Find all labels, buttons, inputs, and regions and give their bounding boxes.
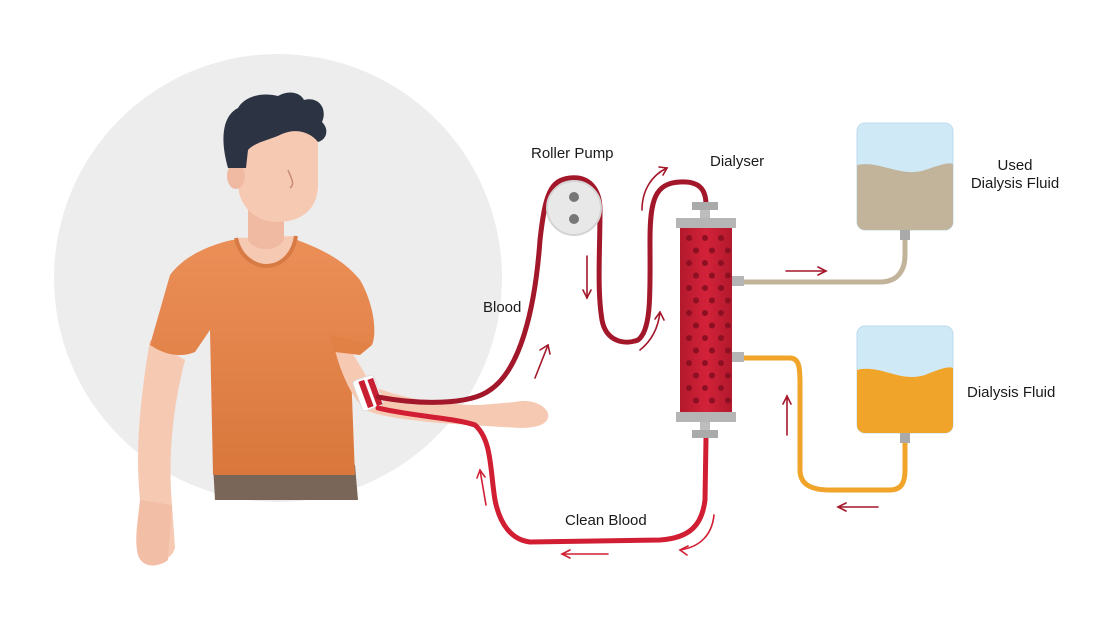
dialyser-dot	[709, 397, 715, 404]
dialyser-dot	[725, 272, 731, 279]
tubing	[375, 175, 908, 545]
patient-hair	[223, 92, 327, 168]
dialyser-dot	[686, 385, 692, 391]
dialyser-dot	[693, 272, 699, 279]
used-fluid-bag	[856, 122, 954, 240]
flow-arrow	[582, 255, 592, 300]
used-dialysis-fluid-label: Used Dialysis Fluid	[960, 157, 1070, 193]
patient-right-arm	[335, 340, 549, 428]
dialyser-dot	[693, 247, 699, 254]
clean-blood-label: Clean Blood	[565, 512, 647, 529]
blood-label: Blood	[483, 299, 522, 316]
dialyser-dot	[725, 297, 731, 304]
dialyser-dot	[718, 260, 724, 266]
dialyser	[676, 202, 744, 438]
dialysis-fluid-label: Dialysis Fluid	[967, 384, 1056, 401]
dialyser-dot	[718, 285, 724, 291]
dialyser-dot	[686, 310, 692, 316]
dialyser-dot	[725, 322, 731, 329]
dialyser-dot	[718, 335, 724, 341]
flow-arrow	[785, 266, 828, 276]
dialyser-dot	[725, 247, 731, 254]
dialyser-dot	[718, 360, 724, 366]
dialyser-dot	[725, 372, 731, 379]
roller-pump-label: Roller Pump	[531, 145, 614, 162]
dialyser-dot	[693, 322, 699, 329]
dialyser-dot	[686, 260, 692, 266]
dialyser-dot	[702, 385, 708, 391]
flow-arrows	[476, 166, 879, 559]
dialyser-dot	[702, 260, 708, 266]
dialyser-dot	[702, 360, 708, 366]
patient-figure	[136, 92, 549, 566]
dialyser-dot	[693, 372, 699, 379]
dialyser-dot	[686, 235, 692, 241]
fresh-fluid-tube	[739, 355, 908, 493]
clean-blood-tube	[375, 405, 709, 545]
flow-arrow	[639, 310, 665, 351]
dialyser-dot	[702, 310, 708, 316]
dialyser-dot	[709, 347, 715, 354]
dialyser-dot	[725, 347, 731, 354]
dialyser-dot	[693, 397, 699, 404]
used-fluid-label-line2: Dialysis Fluid	[970, 175, 1060, 192]
dialyser-dot	[702, 285, 708, 291]
flow-arrow	[782, 394, 792, 436]
roller-pump	[546, 180, 602, 236]
dialyser-dot	[718, 235, 724, 241]
flow-arrow	[534, 343, 551, 379]
dialyser-label: Dialyser	[710, 153, 765, 170]
dialyser-dot	[718, 385, 724, 391]
dialyser-dot	[709, 322, 715, 329]
patient-shirt	[150, 238, 375, 475]
dialyser-dot	[686, 335, 692, 341]
dialyser-dot	[702, 335, 708, 341]
dialyser-dot	[693, 297, 699, 304]
flow-arrow	[641, 166, 669, 211]
dialyser-dot	[709, 272, 715, 279]
dialyser-dot	[686, 360, 692, 366]
flow-arrow	[678, 514, 715, 556]
dialyser-dot	[686, 285, 692, 291]
fresh-fluid-bag	[856, 325, 954, 443]
dialyser-dot	[718, 310, 724, 316]
dialyser-dot	[709, 372, 715, 379]
used-fluid-tube	[739, 232, 908, 285]
dialyser-dot	[693, 347, 699, 354]
dialyser-dot	[709, 297, 715, 304]
dialyser-dot	[709, 247, 715, 254]
used-fluid-label-line1: Used	[997, 157, 1033, 174]
blood-out-tube	[375, 175, 709, 405]
dialyser-dot	[702, 235, 708, 241]
flow-arrow	[836, 502, 879, 512]
flow-arrow	[476, 468, 487, 506]
dialyser-dot	[725, 397, 731, 404]
flow-arrow	[560, 549, 609, 559]
